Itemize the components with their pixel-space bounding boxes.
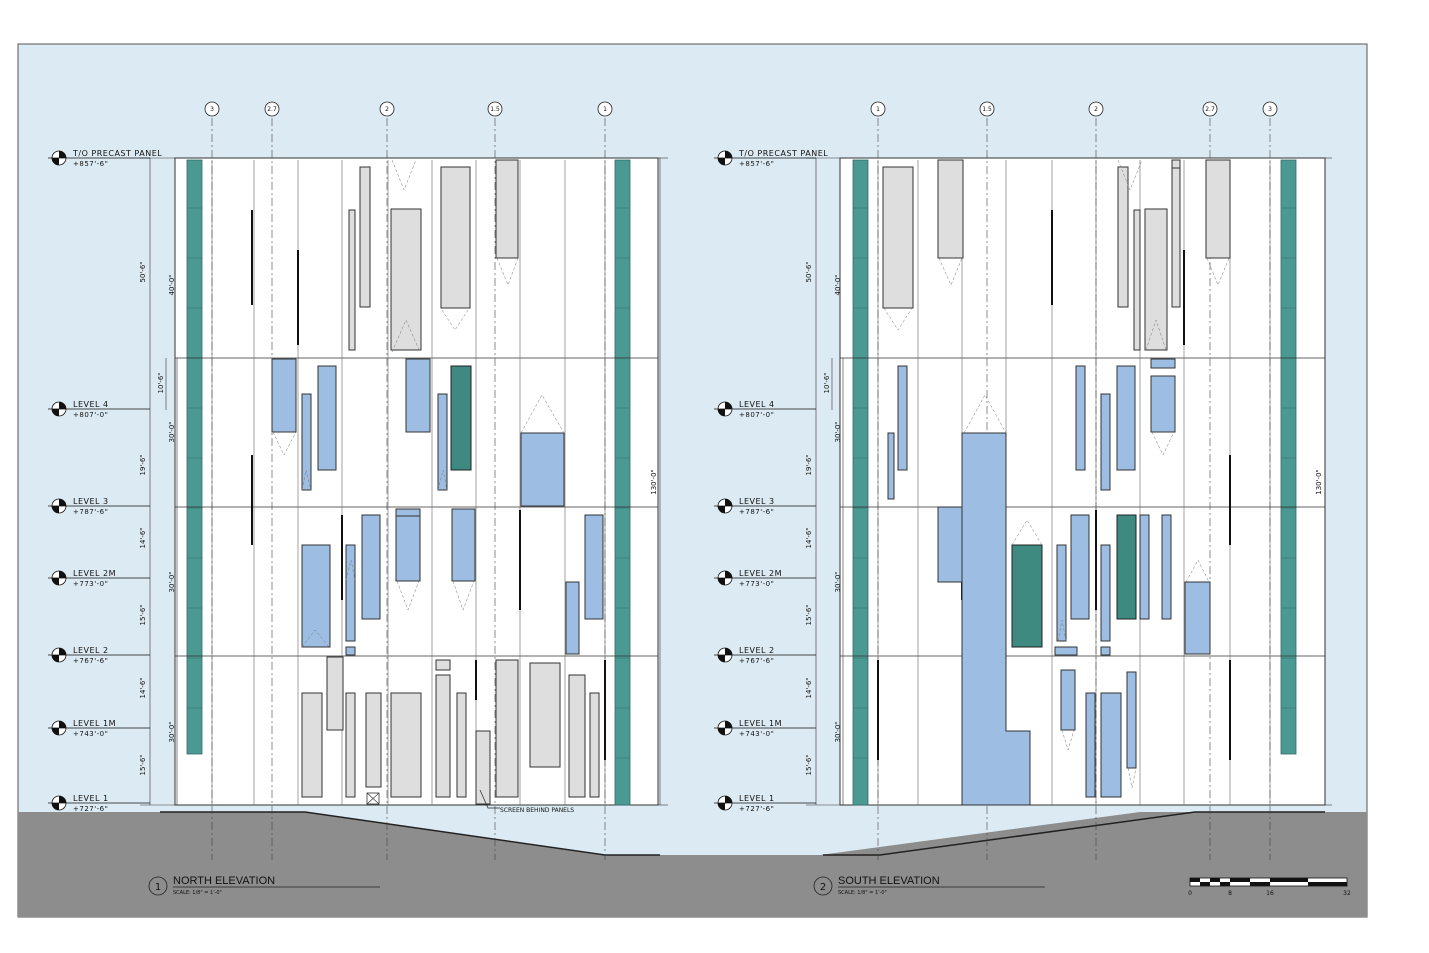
north-view-title: NORTH ELEVATION [173, 875, 275, 887]
north-level-elev: +807'-0" [73, 411, 108, 419]
north-overall-dim: 130'-0" [650, 469, 658, 494]
north-view-number-bubble [148, 876, 168, 896]
north-dim-inner: 30'-0" [168, 721, 176, 742]
north-dim: 14'-6" [139, 527, 147, 548]
north-level-name: LEVEL 1M [73, 719, 116, 728]
north-dim: 15'-6" [139, 754, 147, 775]
south-level-name: LEVEL 2M [739, 569, 782, 578]
south-grid-label: 3 [1268, 106, 1272, 113]
north-level-elev: +727'-6" [73, 805, 108, 813]
south-grid-label: 1 [876, 106, 880, 113]
south-view-number-bubble [813, 876, 833, 896]
south-level-elev: +807'-0" [739, 411, 774, 419]
north-view-number: 1 [155, 882, 161, 893]
north-elevation: 3 2.7 2 1.5 1 50'-6" 10'-6" 19'-6" 14'-6… [48, 101, 668, 896]
scale-tick: 0 [1188, 890, 1192, 897]
south-green-window-1 [1011, 544, 1043, 648]
south-green-strip-right [1280, 159, 1297, 755]
north-level-elev: +787'-6" [73, 508, 108, 516]
screen-note: SCREEN BEHIND PANELS [500, 807, 574, 814]
south-grid-label: 2 [1094, 106, 1098, 113]
scale-tick: 32 [1343, 890, 1351, 897]
south-green-strip-left [852, 159, 869, 806]
north-grid-label: 2.7 [267, 106, 277, 113]
south-green-window-2 [1116, 514, 1137, 620]
south-level-name: LEVEL 1 [739, 794, 775, 803]
north-green-strip-right [614, 159, 631, 806]
north-level-name: LEVEL 2M [73, 569, 116, 578]
north-dim: 50'-6" [139, 261, 147, 282]
south-view-title: SOUTH ELEVATION [838, 875, 940, 887]
scale-tick: 16 [1266, 890, 1274, 897]
north-grid-label: 2 [385, 106, 389, 113]
south-view-scale: SCALE: 1/8" = 1'-0" [838, 890, 887, 896]
south-dim: 14'-6" [805, 677, 813, 698]
north-level-name: LEVEL 2 [73, 646, 109, 655]
south-level-elev: +727'-6" [739, 805, 774, 813]
graphic-scale-bar: 0 8 16 32 [1188, 877, 1351, 897]
south-elevation: 1 1.5 2 2.7 3 50'-6" 10'-6" 19'-6" 14'-6… [714, 101, 1332, 896]
north-green-strip-left [186, 159, 203, 755]
screen-note-leader [479, 789, 500, 809]
north-grid-label: 1.5 [490, 106, 500, 113]
north-level-elev: +767'-6" [73, 657, 108, 665]
north-dim-inner: 30'-0" [168, 571, 176, 592]
north-level-name: LEVEL 3 [73, 497, 109, 506]
north-dim: 15'-6" [139, 604, 147, 625]
south-level-name: LEVEL 2 [739, 646, 775, 655]
north-level-markers [48, 150, 150, 811]
south-dim-inner: 30'-0" [834, 421, 842, 442]
south-dim: 14'-6" [805, 527, 813, 548]
south-grid-label: 2.7 [1205, 106, 1215, 113]
south-dim: 15'-6" [805, 604, 813, 625]
ground-line-left-slope [304, 811, 606, 856]
north-grid-label: 1 [603, 106, 607, 113]
south-level-elev: +773'-0" [739, 580, 774, 588]
south-dim: 19'-6" [805, 454, 813, 475]
north-dim: 10'-6" [157, 372, 165, 393]
south-dim: 10'-6" [823, 372, 831, 393]
south-dim-inner: 30'-0" [834, 571, 842, 592]
north-dim-inner: 30'-0" [168, 421, 176, 442]
south-view-number: 2 [820, 882, 826, 893]
north-level-elev: +857'-6" [73, 160, 108, 168]
north-level-name: LEVEL 1 [73, 794, 109, 803]
north-view-scale: SCALE: 1/8" = 1'-0" [173, 890, 222, 896]
ground-fill [18, 812, 1367, 917]
south-overall-dim: 130'-0" [1315, 469, 1323, 494]
north-dim: 14'-6" [139, 677, 147, 698]
scale-tick: 8 [1228, 890, 1232, 897]
north-grid-label: 3 [210, 106, 214, 113]
north-dim-inner: 40'-0" [168, 274, 176, 295]
south-dim-inner: 30'-0" [834, 721, 842, 742]
south-dim-inner: 40'-0" [834, 274, 842, 295]
south-level-elev: +767'-6" [739, 657, 774, 665]
south-level-name: LEVEL 1M [739, 719, 782, 728]
south-level-name: LEVEL 4 [739, 400, 775, 409]
south-facade [839, 157, 1326, 806]
north-level-name: LEVEL 4 [73, 400, 109, 409]
south-grid-label: 1.5 [982, 106, 992, 113]
south-level-elev: +857'-6" [739, 160, 774, 168]
north-level-elev: +773'-0" [73, 580, 108, 588]
north-green-window [450, 365, 472, 471]
south-dim: 15'-6" [805, 754, 813, 775]
south-level-markers [714, 150, 816, 811]
north-level-elev: +743'-0" [73, 730, 108, 738]
south-level-name: T/O PRECAST PANEL [738, 149, 828, 158]
ground-line-right-slope [879, 811, 1196, 856]
south-grid-bubbles [870, 101, 1278, 117]
south-level-elev: +743'-0" [739, 730, 774, 738]
north-dim: 19'-6" [139, 454, 147, 475]
north-level-name: T/O PRECAST PANEL [72, 149, 162, 158]
south-level-elev: +787'-6" [739, 508, 774, 516]
south-dim: 50'-6" [805, 261, 813, 282]
south-level-name: LEVEL 3 [739, 497, 775, 506]
north-grid-bubbles [204, 101, 613, 117]
